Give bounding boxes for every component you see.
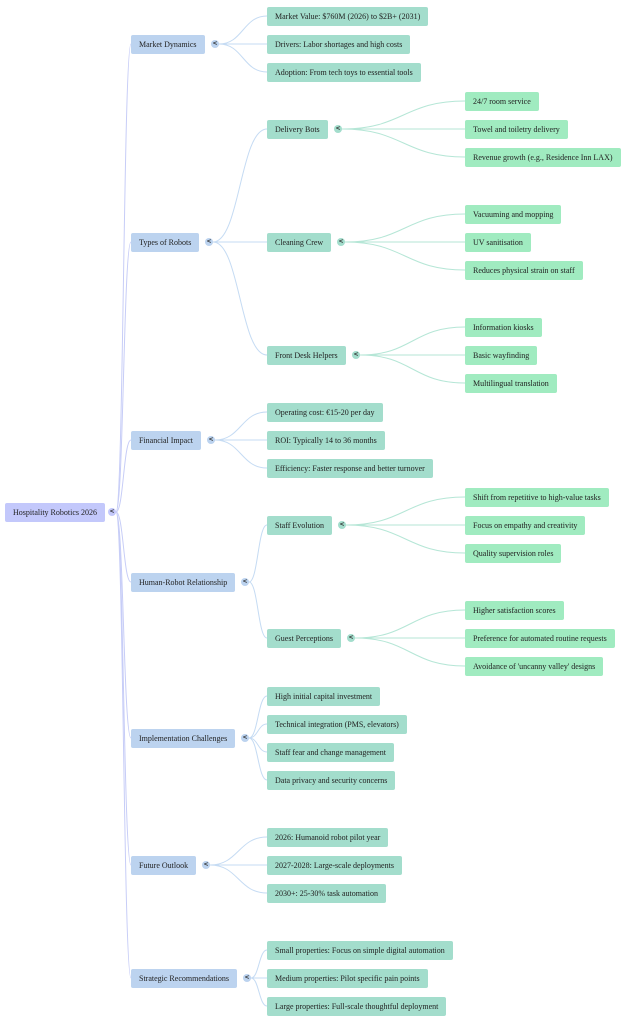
- link-branch-child: [248, 723, 268, 739]
- leaf-node[interactable]: Operating cost: €15-20 per day: [267, 402, 383, 422]
- link-branch-child: [209, 864, 268, 894]
- leaf-node[interactable]: Adoption: From tech toys to essential to…: [267, 62, 421, 82]
- leaf-node[interactable]: Market Value: $760M (2026) to $2B+ (2031…: [267, 6, 429, 26]
- collapse-toggle-branch[interactable]: <: [202, 861, 210, 869]
- leaf-node[interactable]: Shift from repetitive to high-value task…: [465, 487, 609, 507]
- leaf-node[interactable]: Large properties: Full-scale thoughtful …: [267, 996, 447, 1016]
- subbranch-node[interactable]: Staff Evolution: [267, 515, 332, 535]
- branch-node[interactable]: Market Dynamics: [131, 34, 205, 54]
- collapse-toggle-branch[interactable]: <: [243, 974, 251, 982]
- link-branch-child: [248, 581, 268, 639]
- link-branch-child: [248, 695, 268, 739]
- leaf-node[interactable]: Medium properties: Pilot specific pain p…: [267, 968, 428, 988]
- branch-node[interactable]: Future Outlook: [131, 855, 197, 875]
- collapse-toggle-branch[interactable]: <: [241, 578, 249, 586]
- branch-node[interactable]: Strategic Recommendations: [131, 968, 237, 988]
- link-branch-child: [250, 977, 268, 1007]
- leaf-node[interactable]: Avoidance of 'uncanny valley' designs: [465, 656, 604, 676]
- link-branch-child: [212, 241, 268, 356]
- leaf-node[interactable]: Efficiency: Faster response and better t…: [267, 458, 433, 478]
- branch-node[interactable]: Types of Robots: [131, 232, 200, 252]
- link-subbranch-leaf: [354, 609, 466, 639]
- leaf-node[interactable]: Reduces physical strain on staff: [465, 260, 583, 280]
- collapse-toggle-root[interactable]: <: [108, 508, 116, 516]
- collapse-toggle-subbranch[interactable]: <: [338, 521, 346, 529]
- link-subbranch-leaf: [341, 128, 466, 158]
- collapse-toggle-branch[interactable]: <: [211, 40, 219, 48]
- collapse-toggle-subbranch[interactable]: <: [337, 238, 345, 246]
- leaf-node[interactable]: Basic wayfinding: [465, 345, 538, 365]
- leaf-node[interactable]: Focus on empathy and creativity: [465, 515, 586, 535]
- link-branch-child: [214, 439, 268, 469]
- leaf-node[interactable]: Small properties: Focus on simple digita…: [267, 940, 453, 960]
- link-root-branch: [115, 511, 132, 583]
- link-branch-child: [250, 949, 268, 979]
- leaf-node[interactable]: Towel and toiletry delivery: [465, 119, 568, 139]
- link-branch-child: [248, 524, 268, 583]
- collapse-toggle-branch[interactable]: <: [207, 436, 215, 444]
- link-subbranch-leaf: [345, 496, 466, 526]
- link-branch-child: [218, 15, 268, 45]
- leaf-node[interactable]: Drivers: Labor shortages and high costs: [267, 34, 411, 54]
- link-branch-child: [209, 836, 268, 866]
- collapse-toggle-subbranch[interactable]: <: [352, 351, 360, 359]
- branch-node[interactable]: Human-Robot Relationship: [131, 572, 236, 592]
- collapse-toggle-branch[interactable]: <: [241, 734, 249, 742]
- subbranch-node[interactable]: Cleaning Crew: [267, 232, 332, 252]
- leaf-node[interactable]: High initial capital investment: [267, 686, 381, 706]
- branch-node[interactable]: Financial Impact: [131, 430, 201, 450]
- branch-node[interactable]: Implementation Challenges: [131, 728, 236, 748]
- subbranch-node[interactable]: Front Desk Helpers: [267, 345, 346, 365]
- link-subbranch-leaf: [341, 100, 466, 130]
- link-branch-child: [248, 737, 268, 781]
- leaf-node[interactable]: 24/7 room service: [465, 91, 539, 111]
- leaf-node[interactable]: 2027-2028: Large-scale deployments: [267, 855, 402, 875]
- link-root-branch: [115, 439, 132, 513]
- leaf-node[interactable]: Preference for automated routine request…: [465, 628, 615, 648]
- root-node[interactable]: Hospitality Robotics 2026: [5, 502, 105, 522]
- collapse-toggle-subbranch[interactable]: <: [347, 634, 355, 642]
- link-branch-child: [212, 128, 268, 243]
- subbranch-node[interactable]: Guest Perceptions: [267, 628, 341, 648]
- leaf-node[interactable]: Technical integration (PMS, elevators): [267, 714, 407, 734]
- link-subbranch-leaf: [359, 326, 466, 356]
- leaf-node[interactable]: 2026: Humanoid robot pilot year: [267, 827, 389, 847]
- leaf-node[interactable]: Revenue growth (e.g., Residence Inn LAX): [465, 147, 621, 167]
- leaf-node[interactable]: Information kiosks: [465, 317, 542, 337]
- link-branch-child: [218, 43, 268, 73]
- leaf-node[interactable]: Vacuuming and mopping: [465, 204, 562, 224]
- leaf-node[interactable]: ROI: Typically 14 to 36 months: [267, 430, 385, 450]
- leaf-node[interactable]: Data privacy and security concerns: [267, 770, 396, 790]
- subbranch-node[interactable]: Delivery Bots: [267, 119, 328, 139]
- link-subbranch-leaf: [345, 524, 466, 554]
- leaf-node[interactable]: Quality supervision roles: [465, 543, 562, 563]
- leaf-node[interactable]: Higher satisfaction scores: [465, 600, 564, 620]
- link-root-branch: [115, 241, 132, 513]
- collapse-toggle-branch[interactable]: <: [205, 238, 213, 246]
- link-subbranch-leaf: [344, 241, 466, 271]
- link-root-branch: [115, 511, 132, 979]
- leaf-node[interactable]: Staff fear and change management: [267, 742, 394, 762]
- leaf-node[interactable]: UV sanitisation: [465, 232, 531, 252]
- link-subbranch-leaf: [344, 213, 466, 243]
- link-root-branch: [115, 43, 132, 513]
- collapse-toggle-subbranch[interactable]: <: [334, 125, 342, 133]
- link-subbranch-leaf: [359, 354, 466, 384]
- link-subbranch-leaf: [354, 637, 466, 667]
- link-root-branch: [115, 511, 132, 739]
- link-root-branch: [115, 511, 132, 866]
- leaf-node[interactable]: Multilingual translation: [465, 373, 557, 393]
- link-branch-child: [214, 411, 268, 441]
- leaf-node[interactable]: 2030+: 25-30% task automation: [267, 883, 386, 903]
